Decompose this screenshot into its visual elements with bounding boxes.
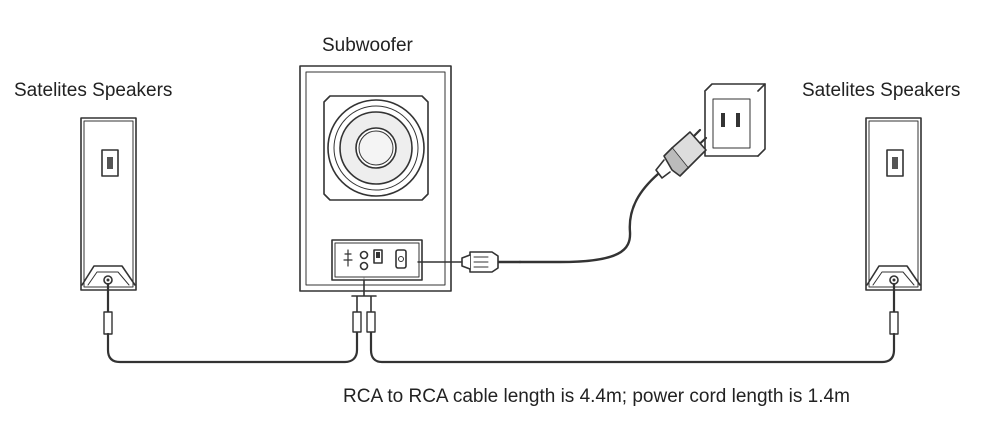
rca-cables <box>103 279 899 364</box>
subwoofer-icon <box>299 65 452 292</box>
left-speaker-label: Satelites Speakers <box>14 80 173 101</box>
cable-length-caption: RCA to RCA cable length is 4.4m; power c… <box>343 386 850 407</box>
right-speaker-label: Satelites Speakers <box>802 80 961 101</box>
left-satellite-speaker-icon <box>80 117 137 291</box>
subwoofer-label: Subwoofer <box>322 35 413 56</box>
power-cord-icon <box>417 128 708 273</box>
right-satellite-speaker-icon <box>865 117 922 291</box>
wall-outlet-icon <box>704 83 766 157</box>
